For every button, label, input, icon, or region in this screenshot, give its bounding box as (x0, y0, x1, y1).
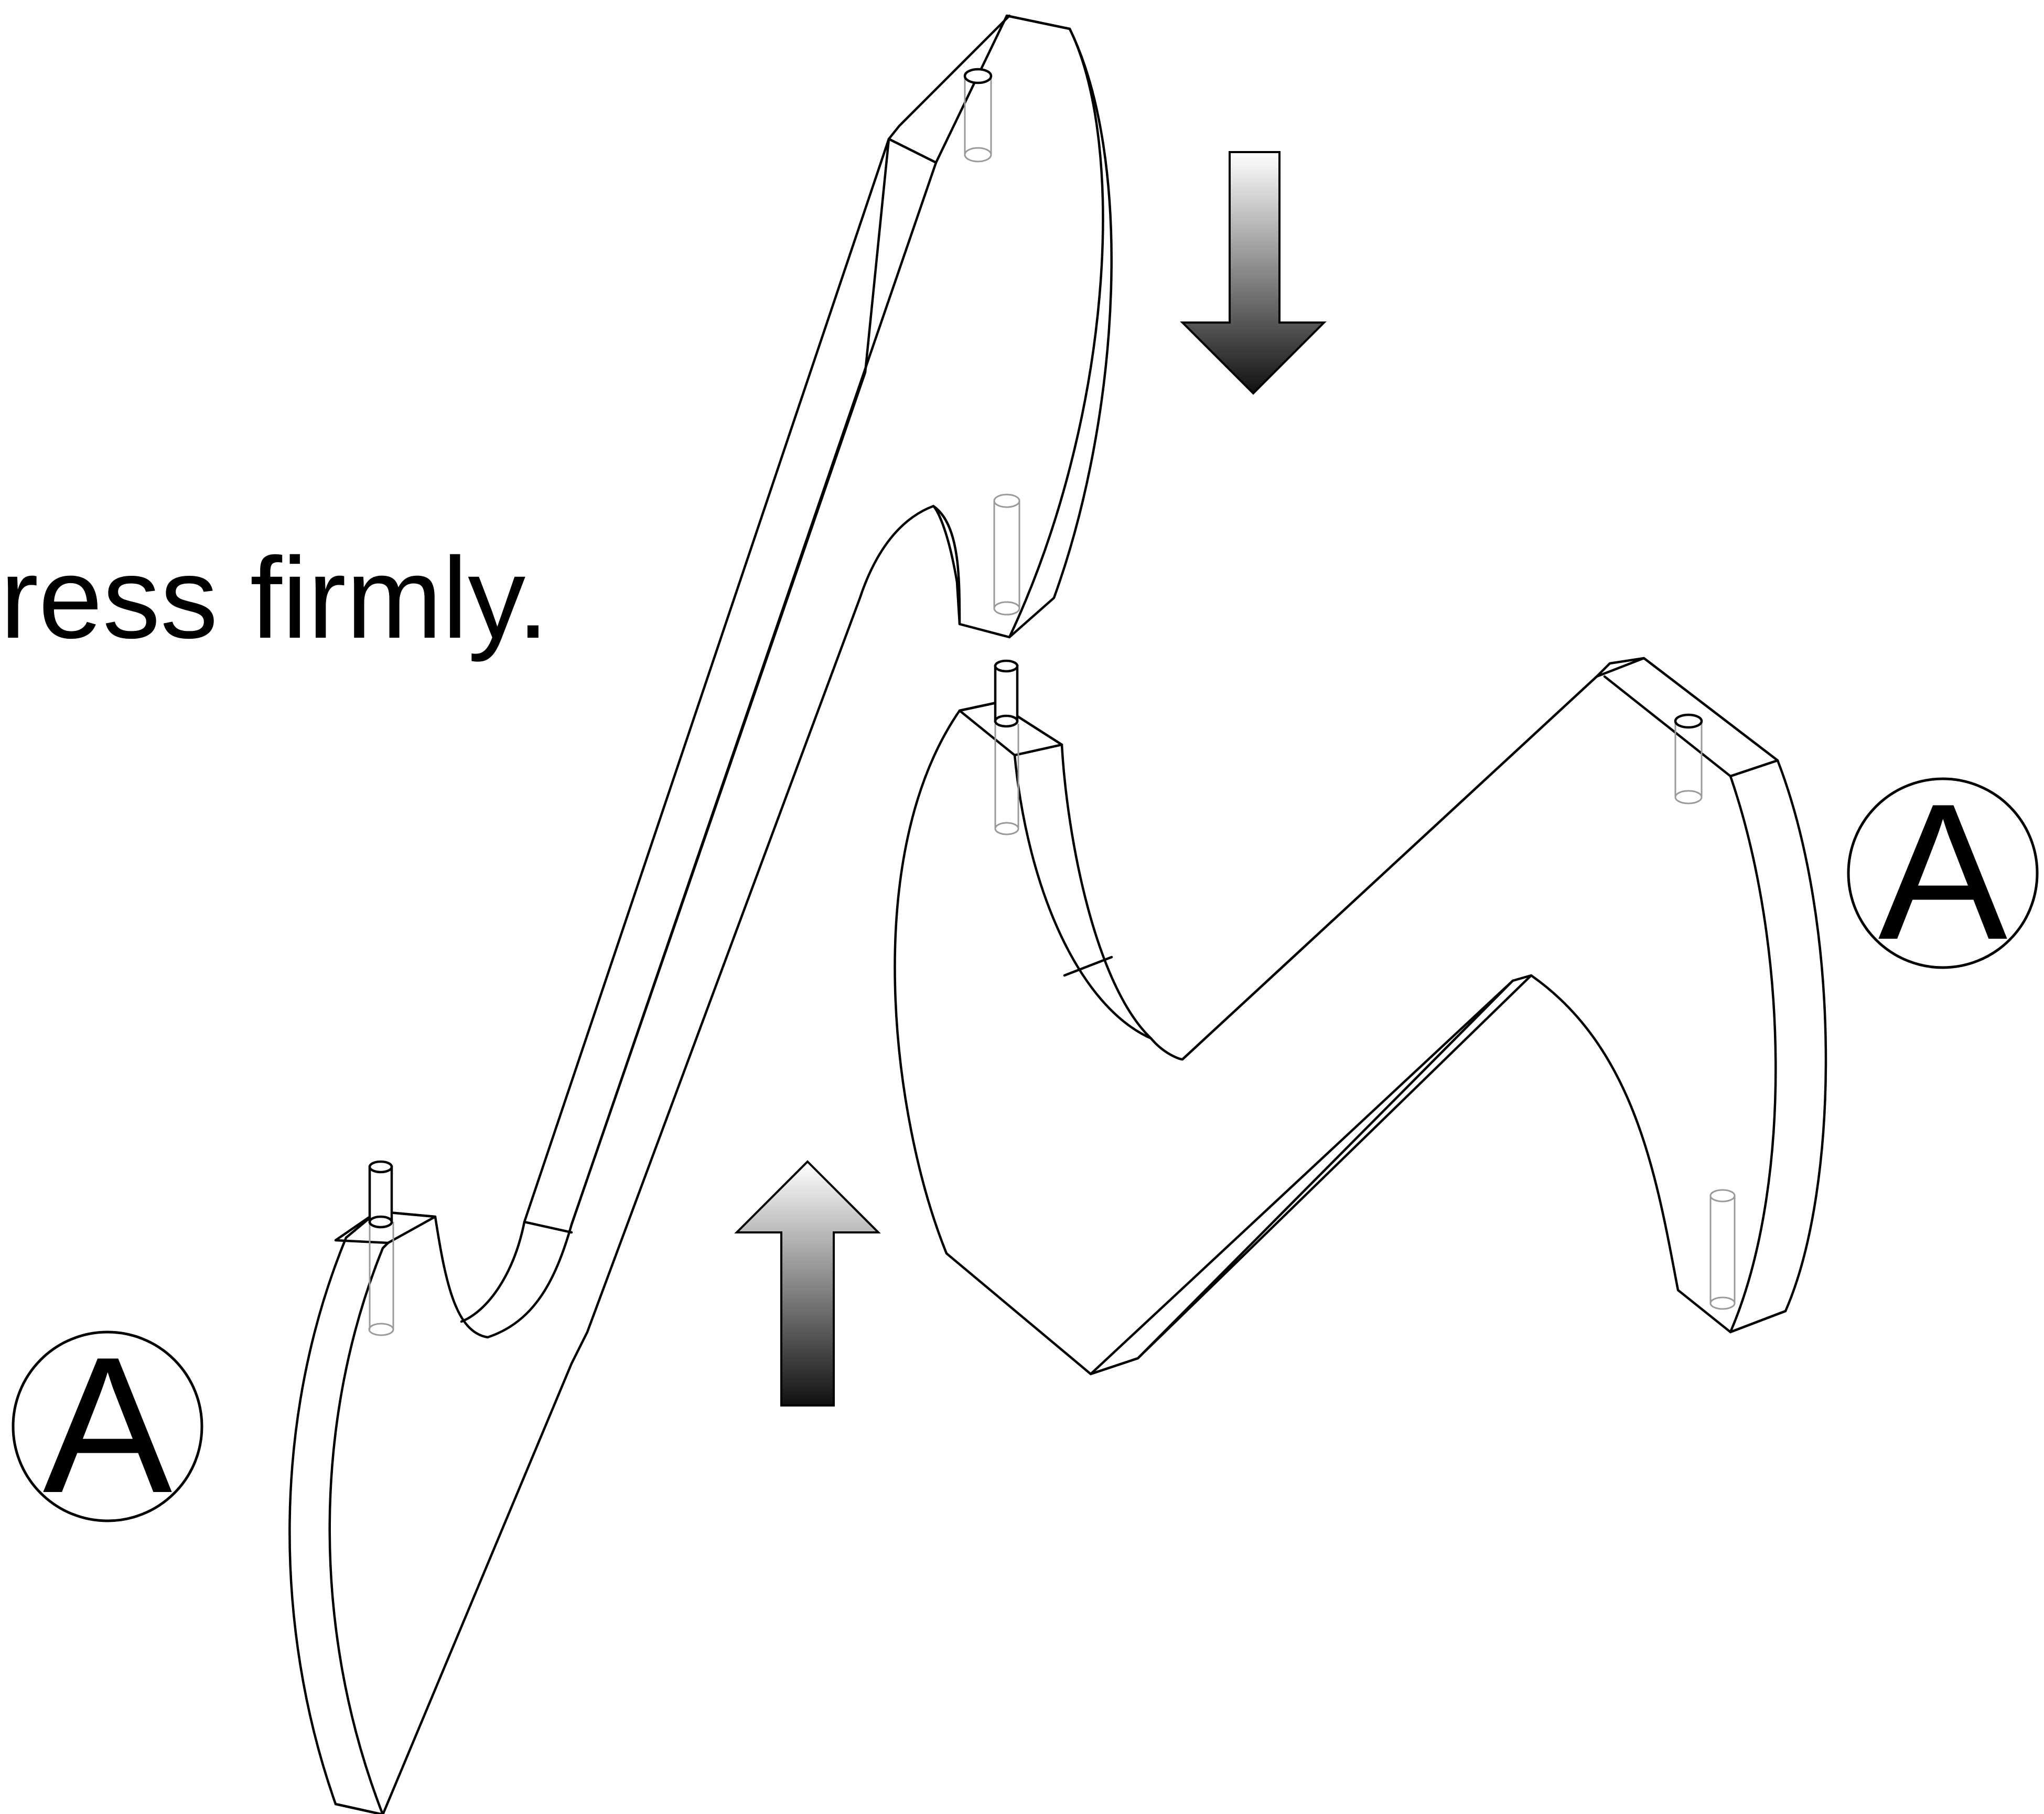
right-board-right-mark (1729, 759, 1779, 778)
callout-a-left-label: A (43, 1317, 174, 1533)
left-board-lower-notch (460, 1220, 526, 1323)
right-board-lower-diagonal (1089, 979, 1514, 1376)
dowel-pin-center (994, 659, 1019, 728)
dowel-pin-left (368, 1160, 393, 1229)
right-board-top-right-bevel (1595, 657, 1779, 778)
right-board-diagonal-edge (1181, 675, 1598, 1061)
left-board-bottom-edge (334, 1802, 384, 1814)
right-board-dowel-hole-top-right (1674, 721, 1703, 804)
dowel-hole-top-cap (963, 68, 993, 84)
right-board-dowel-hole-left (994, 724, 1019, 835)
left-board-top-bevel (887, 14, 1011, 141)
left-board-bottom-curve (328, 1241, 390, 1814)
left-board-upper-notch (932, 505, 961, 626)
left-board-dowel-hole-bottom (368, 1222, 394, 1336)
right-board-bottom-bevel (1089, 1357, 1139, 1376)
left-board-top-edge (887, 137, 938, 164)
left-board-notch-edge (523, 1220, 573, 1234)
right-board-top-left-bevel (958, 701, 1063, 757)
callout-a-left: A (12, 1317, 203, 1533)
left-board-dowel-hole-top (964, 76, 992, 163)
left-board-part (288, 14, 1113, 1814)
left-board-dowel-hole-mid (993, 493, 1020, 616)
right-board-inner-curve (1013, 754, 1153, 1040)
right-board-right-edge (1729, 775, 1777, 1334)
instruction-text: ress firmly. (0, 533, 549, 662)
left-board-long-edge-2 (523, 137, 890, 1223)
arrow-down-icon (1180, 151, 1327, 395)
left-board-lower-left-bevel (334, 1210, 437, 1244)
left-board-top-edge-2 (1005, 14, 1071, 30)
right-board-face (894, 657, 1827, 1376)
left-board-right-curve-inner (1008, 27, 1104, 639)
dowel-hole-top-right-cap (1674, 713, 1703, 729)
callout-a-right-label: A (1878, 764, 2009, 980)
right-board-part (894, 657, 1827, 1376)
callout-a-right: A (1847, 764, 2039, 980)
right-board-right-bottom-bevel (1729, 1309, 1787, 1334)
right-board-lower-diagonal-2 (1136, 974, 1533, 1360)
right-board-dowel-hole-bottom-right (1709, 1189, 1736, 1310)
left-board-long-edge (570, 161, 938, 1226)
right-board-inner-curve-mark (1063, 956, 1113, 977)
arrow-up-icon (734, 1160, 881, 1407)
